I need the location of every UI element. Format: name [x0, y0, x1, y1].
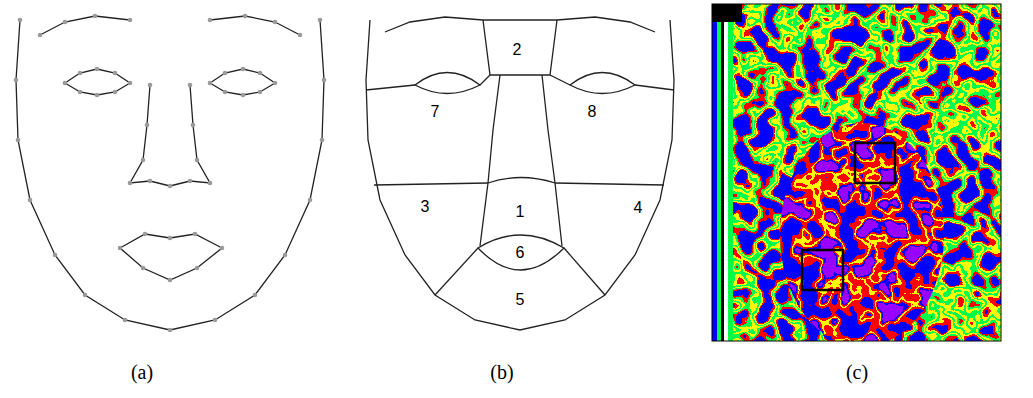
- region-line: [635, 85, 674, 90]
- region-line: [435, 248, 478, 295]
- image-frame: [712, 4, 1001, 341]
- region-face: [366, 17, 674, 330]
- region-line: [555, 183, 664, 185]
- eyebrow: [385, 17, 483, 32]
- marker-box: [802, 250, 843, 290]
- region-line: [480, 183, 488, 246]
- face-texture: [712, 4, 1001, 341]
- region-line: [374, 183, 488, 185]
- texture: [712, 4, 1001, 341]
- region-number: 7: [431, 104, 440, 120]
- region-line: [480, 75, 490, 85]
- eyebrow: [40, 16, 130, 35]
- nose-line: [542, 75, 555, 183]
- region-line: [555, 183, 562, 246]
- region-number: 6: [516, 245, 525, 261]
- region-line: [564, 248, 605, 295]
- panel-caption: (b): [490, 362, 513, 382]
- face-contour: [16, 20, 324, 330]
- edge-strip: [717, 4, 721, 341]
- marker-box: [855, 143, 895, 183]
- region-number: 5: [516, 292, 525, 308]
- eyebrow: [557, 17, 655, 32]
- region-number: 3: [421, 199, 430, 215]
- face-contour: [366, 20, 674, 330]
- mouth: [478, 235, 564, 270]
- edge-strip: [728, 4, 733, 341]
- region-number: 8: [588, 104, 597, 120]
- edge-strip: [712, 4, 717, 341]
- corner: [712, 4, 742, 22]
- texture-image: [712, 4, 1001, 341]
- eye: [415, 73, 480, 94]
- edge-strip: [721, 4, 724, 341]
- edge-strip: [724, 4, 728, 341]
- nose-line: [488, 75, 500, 183]
- region-number: 4: [634, 200, 643, 216]
- nose: [130, 85, 210, 186]
- region-line: [483, 20, 557, 75]
- eye: [570, 73, 635, 94]
- texture: [712, 4, 1001, 341]
- panel-caption: (c): [846, 362, 868, 382]
- region-line: [366, 85, 415, 90]
- region-line: [550, 75, 570, 85]
- region-line: [483, 19, 557, 20]
- region-number: 2: [513, 42, 522, 58]
- eyebrow: [210, 16, 300, 35]
- eye: [210, 69, 275, 95]
- nose-line: [488, 178, 555, 184]
- eye: [65, 69, 130, 95]
- region-number: 1: [516, 204, 525, 220]
- landmark-face: [16, 16, 324, 330]
- mouth: [120, 234, 222, 280]
- panel-caption: (a): [131, 362, 153, 382]
